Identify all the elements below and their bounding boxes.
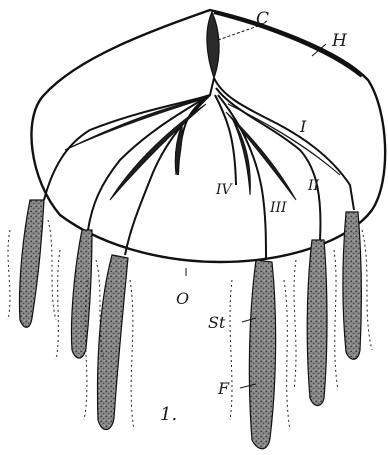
oral-arm [19, 200, 44, 327]
figure-number: 1. [160, 404, 177, 425]
oral-arm [343, 212, 361, 359]
label-f: F [217, 379, 230, 398]
oral-arm [307, 240, 327, 406]
label-c: C [256, 9, 269, 29]
oral-arm [98, 255, 128, 430]
central-body [207, 12, 219, 78]
oral-arms [19, 200, 361, 449]
label-st: St [208, 313, 226, 332]
label-h: H [331, 31, 348, 51]
label-iv: IV [215, 182, 234, 198]
oral-arm [249, 260, 275, 449]
label-i: I [299, 117, 307, 136]
label-ii: II [307, 178, 320, 194]
label-iii: III [269, 200, 287, 216]
label-o: O [176, 289, 189, 308]
oral-arm [71, 230, 92, 358]
